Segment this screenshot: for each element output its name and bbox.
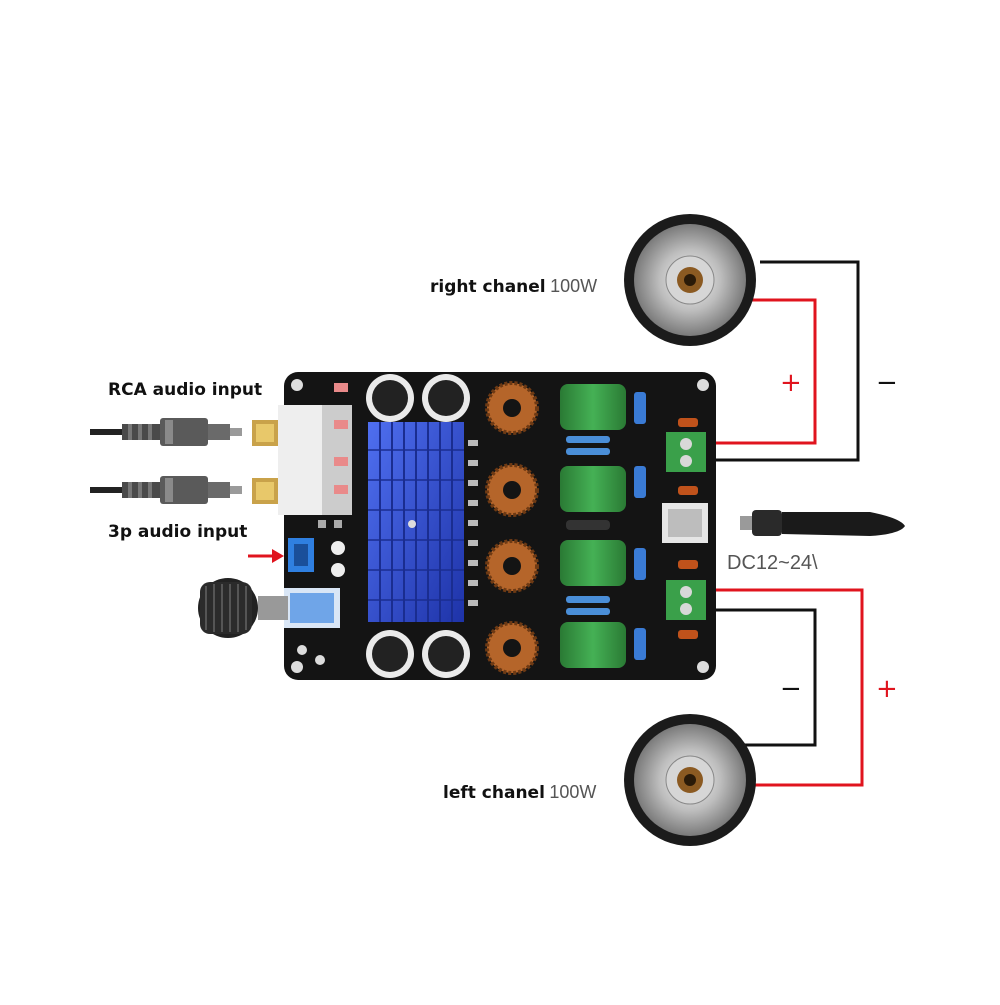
right-plus-sign: + [780, 368, 802, 398]
right-positive-wire [706, 298, 817, 445]
left-channel-power: 100W [549, 782, 597, 802]
capacitor-icon [366, 374, 470, 678]
dc-jack [662, 503, 708, 543]
rca-cable-bottom-icon [90, 476, 242, 504]
right-minus-sign: − [876, 368, 898, 398]
ic-pins [468, 440, 478, 606]
dc-plug-icon [740, 510, 905, 536]
resistors [566, 436, 610, 615]
dc-input-label: DC12~24\ [727, 552, 818, 574]
right-channel-power: 100W [550, 276, 598, 296]
rca-input-label: RCA audio input [108, 380, 263, 400]
film-capacitors [560, 384, 626, 668]
right-channel-wires [706, 260, 860, 462]
rca-jacks [252, 405, 352, 515]
right-channel-label: right chanel 100W [430, 276, 597, 297]
left-plus-sign: + [876, 674, 898, 704]
rca-cable-top-icon [89, 418, 242, 446]
3p-input-label: 3p audio input [108, 522, 248, 542]
inductor-icon [485, 381, 539, 675]
heatsink-icon [368, 422, 464, 622]
volume-knob-icon [198, 578, 288, 638]
right-channel-name: right chanel [430, 277, 546, 297]
amplifier-board [252, 372, 716, 680]
left-channel-label: left chanel 100W [443, 782, 596, 803]
left-minus-sign: − [780, 674, 802, 704]
3p-connector [288, 538, 314, 572]
arrow-icon [248, 549, 284, 563]
terminal-block-icon [666, 432, 706, 620]
left-positive-wire [706, 588, 864, 787]
left-channel-name: left chanel [443, 783, 545, 803]
left-speaker-icon [624, 714, 756, 846]
right-negative-wire [706, 260, 860, 462]
left-negative-wire [706, 608, 817, 747]
left-channel-wires [706, 588, 864, 787]
right-speaker-icon [624, 214, 756, 346]
